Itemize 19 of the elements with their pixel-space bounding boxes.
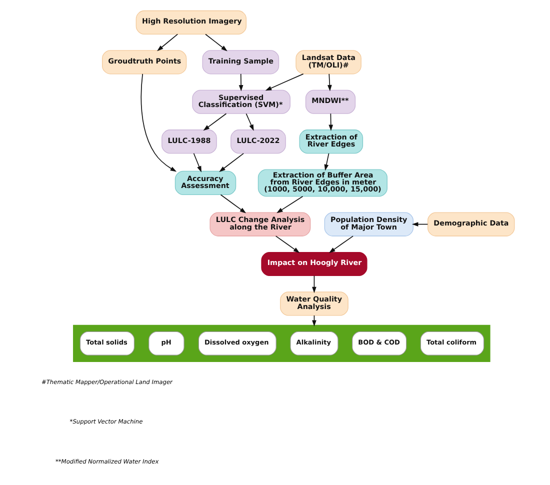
arrow bbox=[246, 113, 254, 131]
arrow bbox=[219, 152, 244, 172]
arrow bbox=[327, 74, 332, 92]
arrow bbox=[203, 113, 227, 131]
arrow bbox=[238, 74, 244, 92]
arrow bbox=[205, 34, 228, 52]
arrow bbox=[324, 152, 330, 171]
arrow bbox=[265, 74, 304, 91]
arrow bbox=[328, 113, 334, 131]
arrow bbox=[412, 222, 428, 226]
arrow bbox=[193, 152, 202, 172]
arrow bbox=[328, 236, 354, 253]
arrow bbox=[220, 194, 246, 214]
arrow bbox=[275, 236, 300, 253]
arrow bbox=[276, 196, 304, 214]
arrow bbox=[157, 34, 178, 52]
arrow bbox=[140, 74, 177, 172]
arrow bbox=[312, 275, 316, 294]
cluster bbox=[73, 324, 490, 362]
